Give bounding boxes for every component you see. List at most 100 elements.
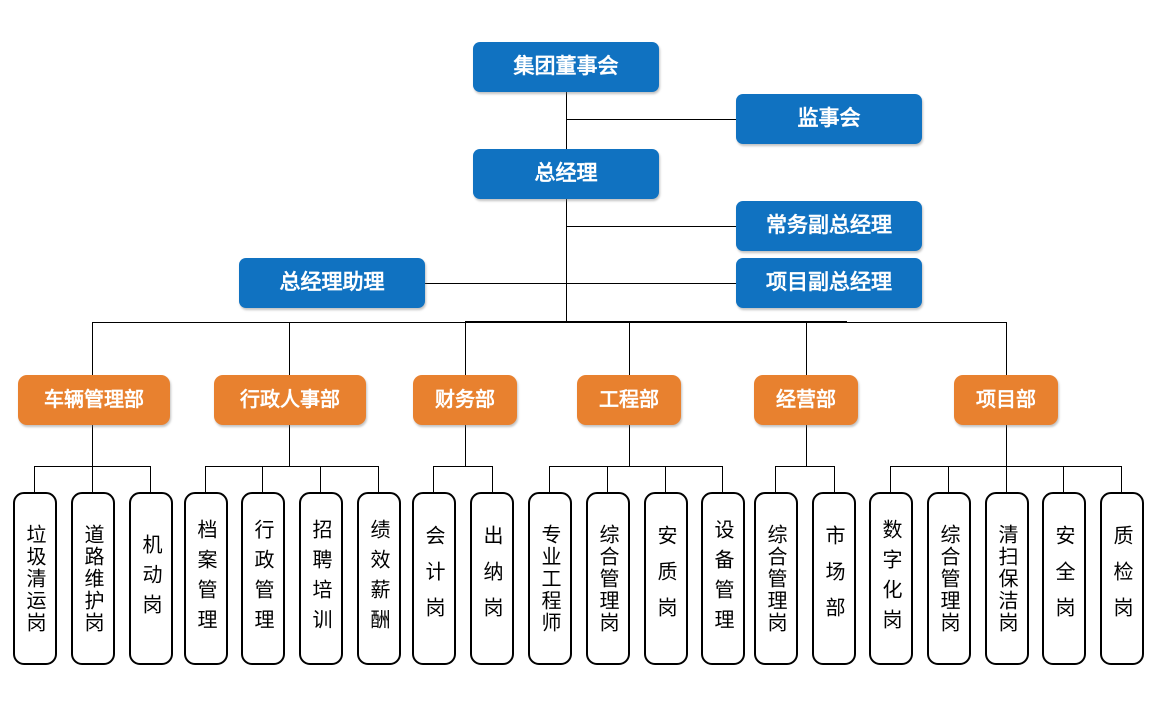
connector-dept-5-leaf-2 — [834, 466, 835, 492]
node-position[interactable]: 招聘培训 — [299, 492, 343, 665]
node-board-of-directors-label: 集团董事会 — [513, 55, 619, 79]
node-position-label: 质检岗 — [1110, 524, 1134, 633]
node-executive-deputy-gm[interactable]: 常务副总经理 — [736, 201, 922, 251]
node-department-engineering[interactable]: 工程部 — [577, 375, 681, 425]
node-position-label: 专业工程师 — [538, 523, 562, 634]
node-supervisory-board[interactable]: 监事会 — [736, 94, 922, 144]
connector-drop-dept-3 — [465, 322, 466, 375]
connector-dept-1-leaf-2 — [92, 466, 93, 492]
node-department-label: 工程部 — [599, 389, 659, 411]
connector-dept-3-leaf-2 — [492, 466, 493, 492]
node-position-label: 清扫保洁岗 — [995, 523, 1019, 634]
connector-dept-3-stem — [465, 425, 466, 466]
node-position[interactable]: 绩效薪酬 — [357, 492, 401, 665]
connector-gm-to-exec-deputy — [566, 226, 736, 227]
node-general-manager[interactable]: 总经理 — [473, 149, 659, 199]
node-position-label: 机动岗 — [139, 533, 163, 624]
node-position[interactable]: 专业工程师 — [528, 492, 572, 665]
node-gm-assistant[interactable]: 总经理助理 — [239, 258, 425, 308]
connector-dept-4-leaf-3 — [665, 466, 666, 492]
connector-dept-4-stem — [629, 425, 630, 466]
node-position-label: 安质岗 — [654, 524, 678, 633]
node-position[interactable]: 清扫保洁岗 — [985, 492, 1029, 665]
node-position-label: 档案管理 — [194, 518, 218, 639]
node-department-label: 行政人事部 — [240, 389, 340, 411]
node-position-label: 招聘培训 — [309, 518, 333, 639]
node-position[interactable]: 质检岗 — [1100, 492, 1144, 665]
connector-dept-2-leaf-2 — [262, 466, 263, 492]
connector-dept-6-leaf-5 — [1121, 466, 1122, 492]
connector-drop-dept-4 — [629, 322, 630, 375]
node-position[interactable]: 综合管理岗 — [754, 492, 798, 665]
node-position[interactable]: 安全岗 — [1042, 492, 1086, 665]
connector-dept-3-leaf-1 — [433, 466, 434, 492]
connector-dept-2-bus — [205, 466, 378, 467]
node-department-label: 车辆管理部 — [44, 389, 144, 411]
connector-dept-6-leaf-3 — [1006, 466, 1007, 492]
node-position-label: 数字化岗 — [879, 518, 903, 639]
connector-dept-4-leaf-2 — [607, 466, 608, 492]
node-board-of-directors[interactable]: 集团董事会 — [473, 42, 659, 92]
node-position[interactable]: 机动岗 — [129, 492, 173, 665]
connector-dept-1-leaf-3 — [150, 466, 151, 492]
node-position-label: 绩效薪酬 — [367, 518, 391, 639]
node-position[interactable]: 数字化岗 — [869, 492, 913, 665]
node-position-label: 出纳岗 — [480, 524, 504, 633]
connector-board-to-gm — [566, 92, 567, 150]
connector-dept-4-leaf-1 — [549, 466, 550, 492]
connector-dept-5-leaf-1 — [775, 466, 776, 492]
node-department-operations[interactable]: 经营部 — [754, 375, 858, 425]
node-position[interactable]: 会计岗 — [412, 492, 456, 665]
connector-board-to-supervisory — [566, 119, 736, 120]
connector-drop-dept-2 — [289, 322, 290, 375]
connector-dept-5-stem — [806, 425, 807, 466]
connector-gm-trunk — [566, 199, 567, 323]
node-position-label: 综合管理岗 — [764, 523, 788, 634]
node-gm-assistant-label: 总经理助理 — [279, 271, 385, 295]
node-position[interactable]: 综合管理岗 — [927, 492, 971, 665]
node-position[interactable]: 档案管理 — [184, 492, 228, 665]
node-position[interactable]: 设备管理 — [701, 492, 745, 665]
node-position-label: 会计岗 — [422, 524, 446, 633]
node-project-deputy-gm-label: 项目副总经理 — [766, 271, 892, 295]
node-department-vehicle-management[interactable]: 车辆管理部 — [18, 375, 170, 425]
connector-dept-6-leaf-4 — [1063, 466, 1064, 492]
node-department-admin-hr[interactable]: 行政人事部 — [214, 375, 366, 425]
node-position[interactable]: 道路维护岗 — [71, 492, 115, 665]
node-position[interactable]: 综合管理岗 — [586, 492, 630, 665]
node-position[interactable]: 出纳岗 — [470, 492, 514, 665]
node-project-deputy-gm[interactable]: 项目副总经理 — [736, 258, 922, 308]
connector-dept-5-bus — [775, 466, 835, 467]
node-position[interactable]: 市场部 — [812, 492, 856, 665]
connector-dept-2-stem — [289, 425, 290, 466]
node-department-project[interactable]: 项目部 — [954, 375, 1058, 425]
node-executive-deputy-gm-label: 常务副总经理 — [766, 214, 892, 238]
node-position-label: 垃圾清运岗 — [23, 523, 47, 634]
connector-drop-dept-5 — [806, 322, 807, 375]
node-supervisory-board-label: 监事会 — [797, 107, 861, 131]
connector-dept-1-stem — [92, 425, 93, 466]
connector-dept-3-bus — [433, 466, 493, 467]
connector-dept-4-bus — [549, 466, 722, 467]
connector-dept-6-stem — [1006, 425, 1007, 466]
connector-dept-2-leaf-3 — [320, 466, 321, 492]
node-position[interactable]: 安质岗 — [644, 492, 688, 665]
node-position-label: 安全岗 — [1052, 524, 1076, 633]
node-position-label: 行政管理 — [251, 518, 275, 639]
connector-drop-dept-6 — [1006, 322, 1007, 375]
connector-dept-6-leaf-1 — [890, 466, 891, 492]
node-position[interactable]: 行政管理 — [241, 492, 285, 665]
node-position-label: 综合管理岗 — [596, 523, 620, 634]
node-department-label: 经营部 — [776, 389, 836, 411]
node-position-label: 道路维护岗 — [81, 523, 105, 634]
node-department-label: 财务部 — [435, 389, 495, 411]
node-department-label: 项目部 — [976, 389, 1036, 411]
connector-dept-6-leaf-2 — [948, 466, 949, 492]
connector-department-bus-emphasis — [465, 321, 847, 323]
connector-gm-to-assistant — [425, 283, 567, 284]
connector-gm-to-project-deputy — [566, 283, 736, 284]
node-department-finance[interactable]: 财务部 — [413, 375, 517, 425]
node-position[interactable]: 垃圾清运岗 — [13, 492, 57, 665]
node-position-label: 综合管理岗 — [937, 523, 961, 634]
